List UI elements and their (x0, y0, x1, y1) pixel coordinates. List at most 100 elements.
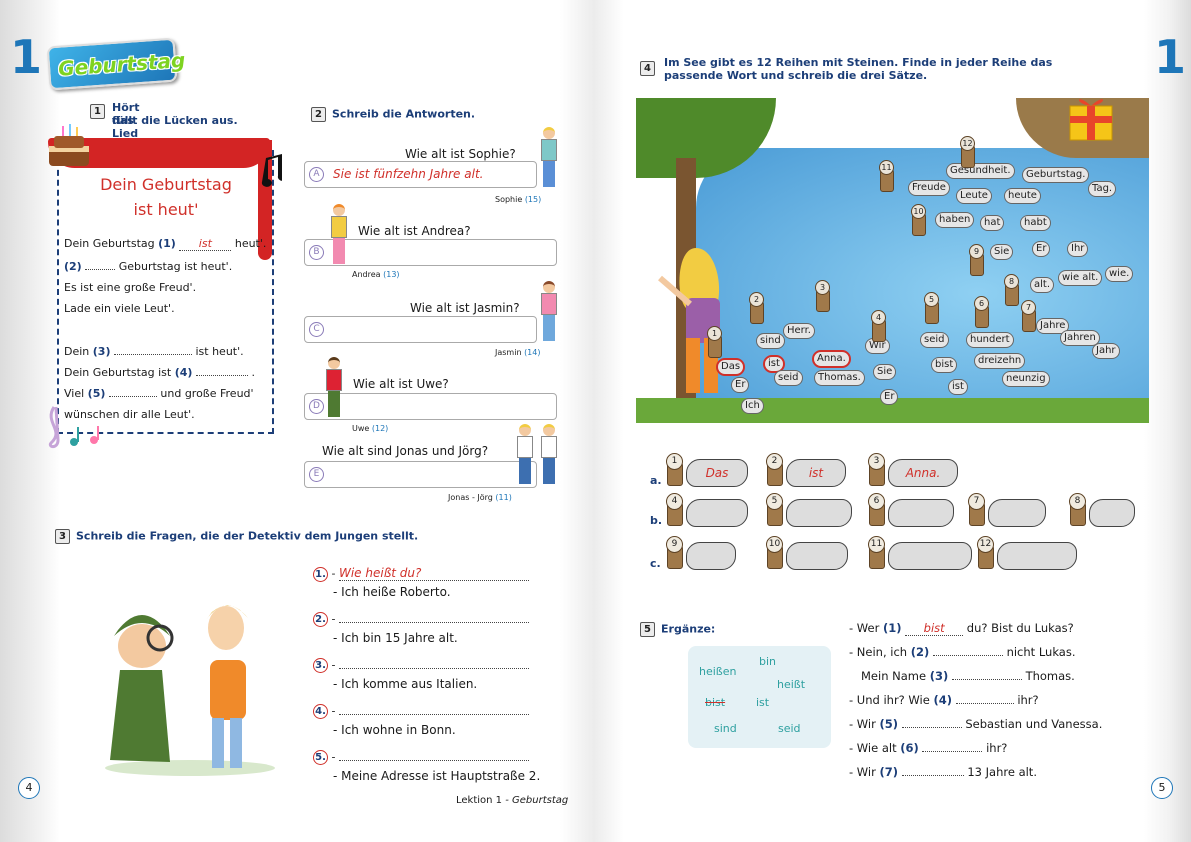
ex2-answer-field[interactable]: D (304, 393, 557, 420)
lesson-number-left: 1 (10, 30, 43, 84)
lake-stone: Herr. (783, 323, 815, 339)
blank-field[interactable] (901, 727, 962, 728)
person-illustration (540, 424, 558, 486)
ex3-question-field[interactable] (338, 759, 529, 761)
ex2-question: Wie alt sind Jonas und Jörg? (322, 444, 489, 458)
lake-post-number: 8 (1004, 274, 1019, 289)
ex2-letter: A (309, 167, 324, 182)
ex2-answer-field[interactable]: E (304, 461, 537, 488)
caption-age: (15) (524, 195, 542, 204)
ex3-item-number: 4. (313, 704, 328, 719)
answer-post: 8 (1069, 493, 1086, 526)
song-line-text: Viel (64, 387, 85, 400)
song-line-text: . (251, 366, 255, 379)
ex4-instruction-1: Im See gibt es 12 Reihen mit Steinen. Fi… (664, 56, 1053, 69)
answer-stone-field[interactable] (888, 499, 954, 527)
ex3-answer-text: Meine Adresse ist Hauptstraße 2. (341, 769, 541, 783)
ex3-question-field[interactable] (338, 667, 529, 669)
answer-post-number: 6 (868, 493, 885, 510)
answer-stone-field[interactable] (997, 542, 1077, 570)
ex2-answer-field[interactable]: C (304, 316, 537, 343)
blank-field[interactable]: bist (905, 621, 964, 636)
ex5-line-text: 13 Jahre alt. (967, 765, 1037, 779)
word-box-word: ist (756, 696, 770, 709)
answer-post-number: 11 (868, 536, 885, 553)
ex3-item-number: 2. (313, 612, 328, 627)
ex2-answer-field[interactable]: B (304, 239, 557, 266)
lake-stone: heute (1004, 188, 1041, 204)
answer-stone-field[interactable]: Anna. (888, 459, 958, 487)
ex3-answer-row: - Ich heiße Roberto. (333, 585, 451, 599)
answer-stone-field[interactable]: Das (686, 459, 748, 487)
blank-field[interactable]: ist (179, 237, 232, 251)
blank-field[interactable] (955, 703, 1014, 704)
blank-number: (2) (64, 260, 82, 273)
blank-field[interactable] (932, 655, 1003, 656)
ex3-question-field[interactable] (338, 621, 529, 623)
answer-stone-field[interactable] (786, 499, 852, 527)
page-number-left: 4 (18, 777, 40, 799)
lake-stone: seid (920, 332, 949, 348)
answer-stone-field[interactable] (1089, 499, 1135, 527)
answer-stone-field[interactable] (988, 499, 1046, 527)
lesson-number-right: 1 (1154, 30, 1187, 84)
caption-name: Sophie (495, 195, 523, 204)
answer-stone-field[interactable] (686, 499, 748, 527)
answer-stone-field[interactable]: ist (786, 459, 846, 487)
answer-post-number: 7 (968, 493, 985, 510)
title-badge-text: Geburtstag (57, 47, 186, 81)
song-line-text: und große Freud' (160, 387, 254, 400)
ex3-answer-row: - Ich komme aus Italien. (333, 677, 478, 691)
song-line: Lade ein viele Leut'. (64, 302, 175, 315)
blank-field[interactable] (922, 751, 983, 752)
lake-stone: ist (948, 379, 968, 395)
person-illustration (516, 424, 534, 486)
ex5-line-text: Mein Name (861, 669, 927, 683)
ex5-line: - Nein, ich (2) nicht Lukas. (849, 645, 1075, 659)
ex2-instruction: Schreib die Antworten. (332, 107, 476, 121)
ex5-line: - Und ihr? Wie (4) ihr? (849, 693, 1039, 707)
lake-post-number: 10 (911, 204, 926, 219)
ex3-number: 3 (55, 529, 70, 544)
lake-stone: haben (935, 212, 975, 228)
red-ribbon-drip (258, 140, 272, 260)
music-note-icon (261, 154, 282, 187)
ex2-caption: Jonas - Jörg (11) (448, 493, 512, 502)
blank-field[interactable] (901, 775, 964, 776)
ex5-instruction: Ergänze: (661, 622, 716, 636)
answer-stone-field[interactable] (786, 542, 848, 570)
answer-post-number: 12 (977, 536, 994, 553)
lake-stone: seid (774, 370, 803, 386)
ex3-item-number: 5. (313, 750, 328, 765)
word-box-word: bin (759, 655, 777, 668)
blank-field[interactable] (85, 269, 116, 270)
ex3-answer-row: - Ich bin 15 Jahre alt. (333, 631, 458, 645)
blank-number: (7) (879, 765, 899, 779)
lake-stone: Geburtstag. (1022, 167, 1090, 183)
answer-post: 12 (977, 536, 994, 569)
lake-post-number: 6 (974, 296, 989, 311)
answer-stone-field[interactable] (888, 542, 972, 570)
blank-field[interactable] (195, 375, 248, 376)
lake-stone: sind (756, 333, 785, 349)
lake-post-number: 7 (1021, 300, 1036, 315)
blank-number: (3) (92, 345, 111, 358)
lake-stone: bist (931, 357, 958, 373)
blank-field[interactable] (951, 679, 1022, 680)
title-badge: Geburtstag (46, 37, 186, 91)
caption-age: (14) (524, 348, 541, 357)
song-line-text: Dein Geburtstag ist (64, 366, 172, 379)
answer-post: 4 (666, 493, 683, 526)
answer-stone-field[interactable] (686, 542, 736, 570)
blank-field[interactable] (108, 396, 157, 397)
lake-stone: Das (716, 358, 746, 376)
ex3-question-field[interactable]: Wie heißt du? (338, 566, 529, 581)
caption-age: (13) (383, 270, 400, 279)
person-illustration (540, 281, 558, 343)
lake-post-number: 5 (924, 292, 939, 307)
song-line-text: wünschen dir alle Leut'. (64, 408, 195, 421)
blank-field[interactable] (113, 354, 192, 355)
word-box-word: heißen (699, 665, 737, 678)
ex3-question-field[interactable] (338, 713, 529, 715)
